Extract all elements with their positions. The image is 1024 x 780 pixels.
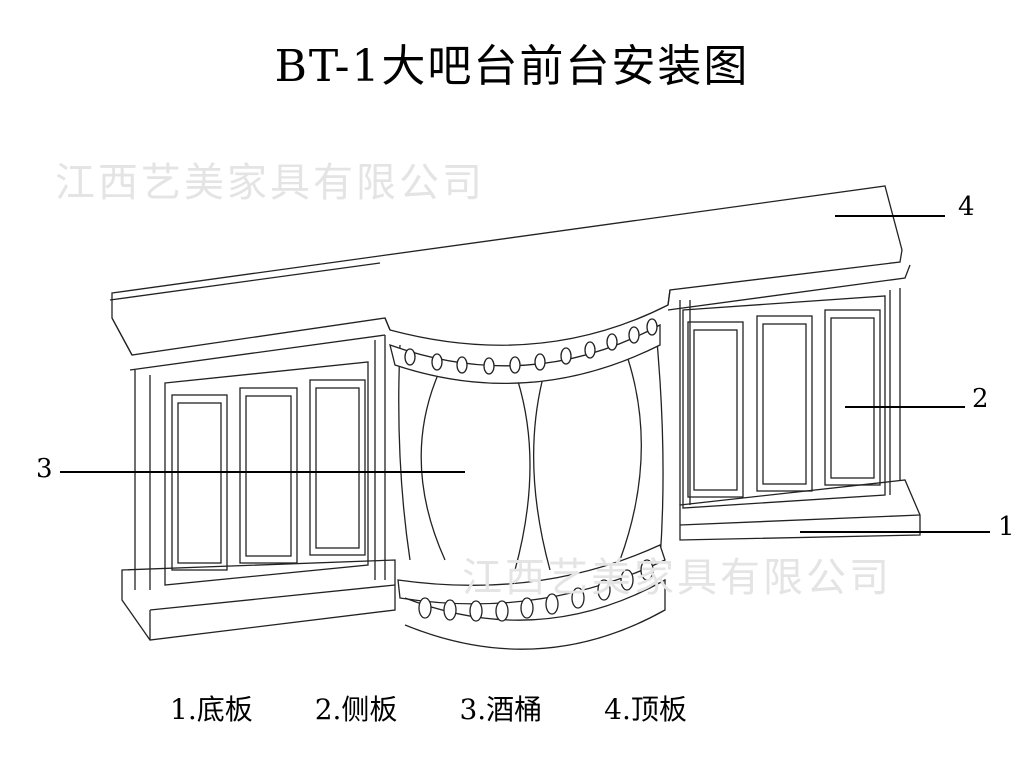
legend-item-top: 4.顶板 [604, 693, 687, 726]
legend-item-base: 1.底板 [170, 693, 253, 726]
left-side-panel [134, 335, 386, 590]
right-side-panel [679, 288, 901, 509]
balusters [404, 318, 658, 622]
top-panel [109, 185, 911, 371]
legend: 1.底板 2.侧板 3.酒桶 4.顶板 [170, 688, 687, 728]
callout-1: 1 [998, 512, 1015, 542]
diagram-title: BT-1大吧台前台安装图 [274, 41, 750, 92]
watermark: 江西艺美家具有限公司 [462, 555, 892, 601]
base-panel [121, 479, 921, 641]
callout-3: 3 [36, 454, 53, 484]
watermark: 江西艺美家具有限公司 [55, 160, 485, 206]
legend-item-side: 2.侧板 [314, 693, 398, 726]
callout-lines [60, 215, 990, 533]
legend-item-barrel: 3.酒桶 [459, 693, 543, 726]
callout-4: 4 [958, 192, 975, 222]
callout-2: 2 [972, 384, 989, 414]
